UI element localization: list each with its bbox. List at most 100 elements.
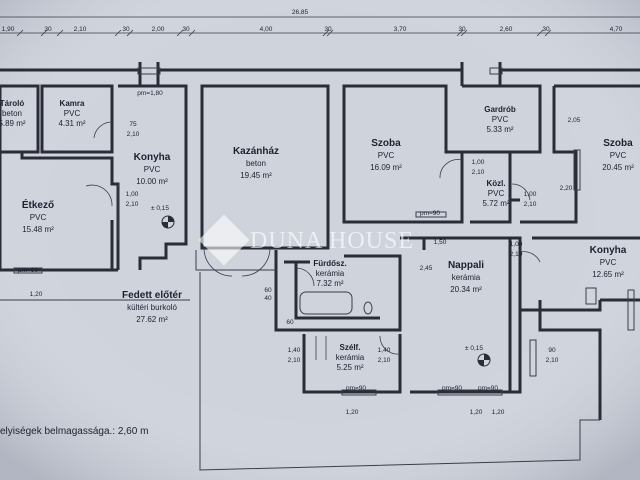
duna-house-watermark: DUNA HOUSE <box>198 214 414 266</box>
top-dimension-segment: 1,90 <box>2 26 15 33</box>
door-swings <box>85 121 541 360</box>
room-name: Nappali <box>448 260 484 271</box>
top-dimension-segment: 30 <box>324 26 332 33</box>
top-dimension-segment: 30 <box>182 26 190 33</box>
dim-label: 1,00 <box>510 241 523 248</box>
room-material: PVC <box>488 189 505 198</box>
room-material: kerámia <box>336 353 365 362</box>
top-dimension-segment: 4,70 <box>610 26 623 33</box>
dim-label: 2,10 <box>127 131 140 138</box>
room-area: 4.31 m² <box>58 119 85 128</box>
room-area: 5.89 m² <box>0 119 26 128</box>
room-name: Szélf. <box>340 343 361 352</box>
dim-label: 60 <box>264 287 272 294</box>
dim-label: ± 0,15 <box>465 345 483 352</box>
room-name: Étkező <box>22 198 54 211</box>
total-length-label: 26,85 <box>292 9 309 16</box>
dim-label: 2,05 <box>568 117 581 124</box>
dim-label: 1,20 <box>30 291 43 298</box>
room-name: Kazánház <box>233 146 279 157</box>
dim-label: 75 <box>129 121 137 128</box>
room-area: 5.72 m² <box>482 199 509 208</box>
room-material: PVC <box>144 165 161 174</box>
room-area: 5.25 m² <box>336 363 363 372</box>
room-material: beton <box>2 109 22 118</box>
room-area: 20.45 m² <box>602 163 634 172</box>
upper-right-walls <box>342 84 640 240</box>
room-material: kerámia <box>452 273 481 282</box>
room-material: PVC <box>378 151 395 160</box>
dim-label: pm=90 <box>442 385 462 392</box>
room-material: PVC <box>64 109 81 118</box>
dimension-labels: pm=1,80 75 2,10 1,00 2,10 1,00 2,10 1,00… <box>18 90 581 416</box>
dim-label: 1,20 <box>492 409 505 416</box>
dim-label: 2,10 <box>472 169 485 176</box>
dim-label: pm=90 <box>478 385 498 392</box>
dim-label: 1,00 <box>126 191 139 198</box>
room-area: 16.09 m² <box>370 163 402 172</box>
dim-label: 2,10 <box>288 357 301 364</box>
bathroom-fixtures <box>299 287 597 315</box>
dim-label: pm=1,80 <box>137 90 163 97</box>
room-name: Fedett előtér <box>122 290 182 301</box>
room-material: beton <box>246 159 266 168</box>
room-area: 10.00 m² <box>136 177 168 186</box>
dim-label: 2,10 <box>510 251 523 258</box>
dim-label: 1,20 <box>346 409 359 416</box>
dim-label: 1,20 <box>470 409 483 416</box>
dim-label: 1,00 <box>472 159 485 166</box>
top-dimension-segment: 3,70 <box>394 26 407 33</box>
room-material: kültéri burkoló <box>127 303 177 312</box>
room-material: PVC <box>610 151 627 160</box>
lower-central-walls <box>274 236 640 420</box>
windows <box>13 67 635 396</box>
room-name: Szoba <box>603 138 633 149</box>
room-name: Tároló <box>0 99 24 108</box>
top-dimension-segment: 30 <box>458 26 466 33</box>
room-name: Konyha <box>134 152 171 163</box>
dim-label: 1,40 <box>378 347 391 354</box>
room-material: kerámia <box>316 269 345 278</box>
top-dimension-segment: 2,10 <box>74 26 87 33</box>
room-area: 19.45 m² <box>240 171 272 180</box>
dim-label: ± 0,15 <box>151 205 169 212</box>
top-dimension-segment: 30 <box>542 26 550 33</box>
kazanhaz-room <box>200 84 330 250</box>
level-markers <box>161 215 491 367</box>
room-name: Konyha <box>590 245 627 256</box>
room-area: 7.32 m² <box>316 279 343 288</box>
dim-label: 1,00 <box>524 191 537 198</box>
dim-label: 2,20 <box>560 185 573 192</box>
covered-terrace-outline <box>195 250 600 471</box>
dim-label: 2,10 <box>126 201 139 208</box>
room-area: 15.48 m² <box>22 225 54 234</box>
dim-label: 90 <box>548 347 556 354</box>
room-name: Szoba <box>371 138 401 149</box>
room-name: Közl. <box>486 179 505 188</box>
dim-label: 60 <box>286 319 294 326</box>
room-name: Fürdősz. <box>313 259 346 268</box>
ceiling-height-note: elyiségek belmagassága.: 2,60 m <box>0 426 148 437</box>
top-dimension-segment: 2,00 <box>152 26 165 33</box>
dim-label: 1,50 <box>434 239 447 246</box>
dim-label: 2,10 <box>524 201 537 208</box>
dim-label: pm=90 <box>420 210 440 217</box>
top-dimension-segment: 30 <box>44 26 52 33</box>
room-material: PVC <box>30 213 47 222</box>
room-name: Gardrób <box>484 105 516 114</box>
room-name: Kamra <box>60 99 85 108</box>
room-material: PVC <box>600 258 617 267</box>
dim-label: 1,40 <box>288 347 301 354</box>
room-area: 27.62 m² <box>136 315 168 324</box>
dim-label: 40 <box>264 295 272 302</box>
dim-label: pm=90 <box>346 385 366 392</box>
dim-label: 2,10 <box>546 357 559 364</box>
watermark-text: DUNA HOUSE <box>250 228 414 254</box>
room-area: 20.34 m² <box>450 285 482 294</box>
dim-label: 2,10 <box>378 357 391 364</box>
top-dimension-segment: 2,60 <box>500 26 513 33</box>
room-area: 5.33 m² <box>486 125 513 134</box>
